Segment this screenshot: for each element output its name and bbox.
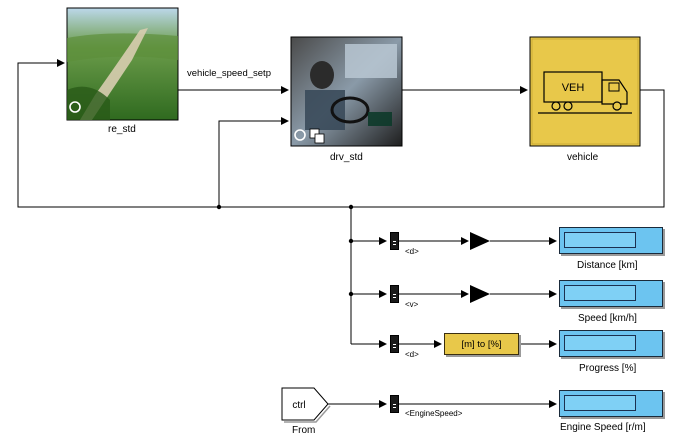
display-distance[interactable]: [559, 227, 663, 254]
bus-selector-engine[interactable]: [390, 395, 399, 413]
library-link-icon: [69, 101, 81, 113]
display-progress-label: Progress [%]: [579, 363, 637, 374]
display-distance-label: Distance [km]: [577, 260, 638, 271]
conversion-text: [m] to [%]: [461, 338, 502, 350]
from-tag: ctrl: [292, 400, 305, 411]
road-block[interactable]: [66, 7, 179, 121]
truck-icon: [538, 71, 632, 114]
driver-block[interactable]: [290, 36, 403, 147]
distance-selector-label: <d>: [405, 247, 419, 256]
display-speed-label: Speed [km/h]: [578, 313, 637, 324]
conversion-block[interactable]: [m] to [%]: [444, 333, 519, 355]
speed-setpoint-signal-label: vehicle_speed_setp: [187, 68, 271, 79]
from-block-label: From: [292, 425, 316, 436]
speed-selector-label: <v>: [405, 300, 419, 309]
vehicle-block[interactable]: VEH: [529, 36, 641, 147]
library-link-icon: [294, 129, 306, 141]
vehicle-block-label: vehicle: [567, 152, 599, 163]
bus-selector-progress[interactable]: [390, 335, 399, 353]
bus-selector-speed[interactable]: [390, 285, 399, 303]
engine-selector-label: <EngineSpeed>: [405, 409, 463, 418]
vehicle-icon-text: VEH: [562, 82, 585, 94]
bus-selector-distance[interactable]: [390, 232, 399, 250]
display-speed[interactable]: [559, 280, 663, 307]
gain-block-distance[interactable]: [470, 232, 490, 250]
from-block[interactable]: [281, 387, 331, 423]
display-progress[interactable]: [559, 330, 663, 357]
gain-block-speed[interactable]: [470, 285, 490, 303]
display-engine-speed[interactable]: [559, 390, 663, 417]
driver-block-label: drv_std: [330, 152, 363, 163]
subsystem-icon: [309, 128, 320, 139]
display-engine-speed-label: Engine Speed [r/m]: [560, 422, 646, 433]
road-block-label: re_std: [108, 124, 136, 135]
signal-lines: [17, 59, 665, 408]
junction-dots: [216, 204, 354, 297]
progress-selector-label: <d>: [405, 350, 419, 359]
